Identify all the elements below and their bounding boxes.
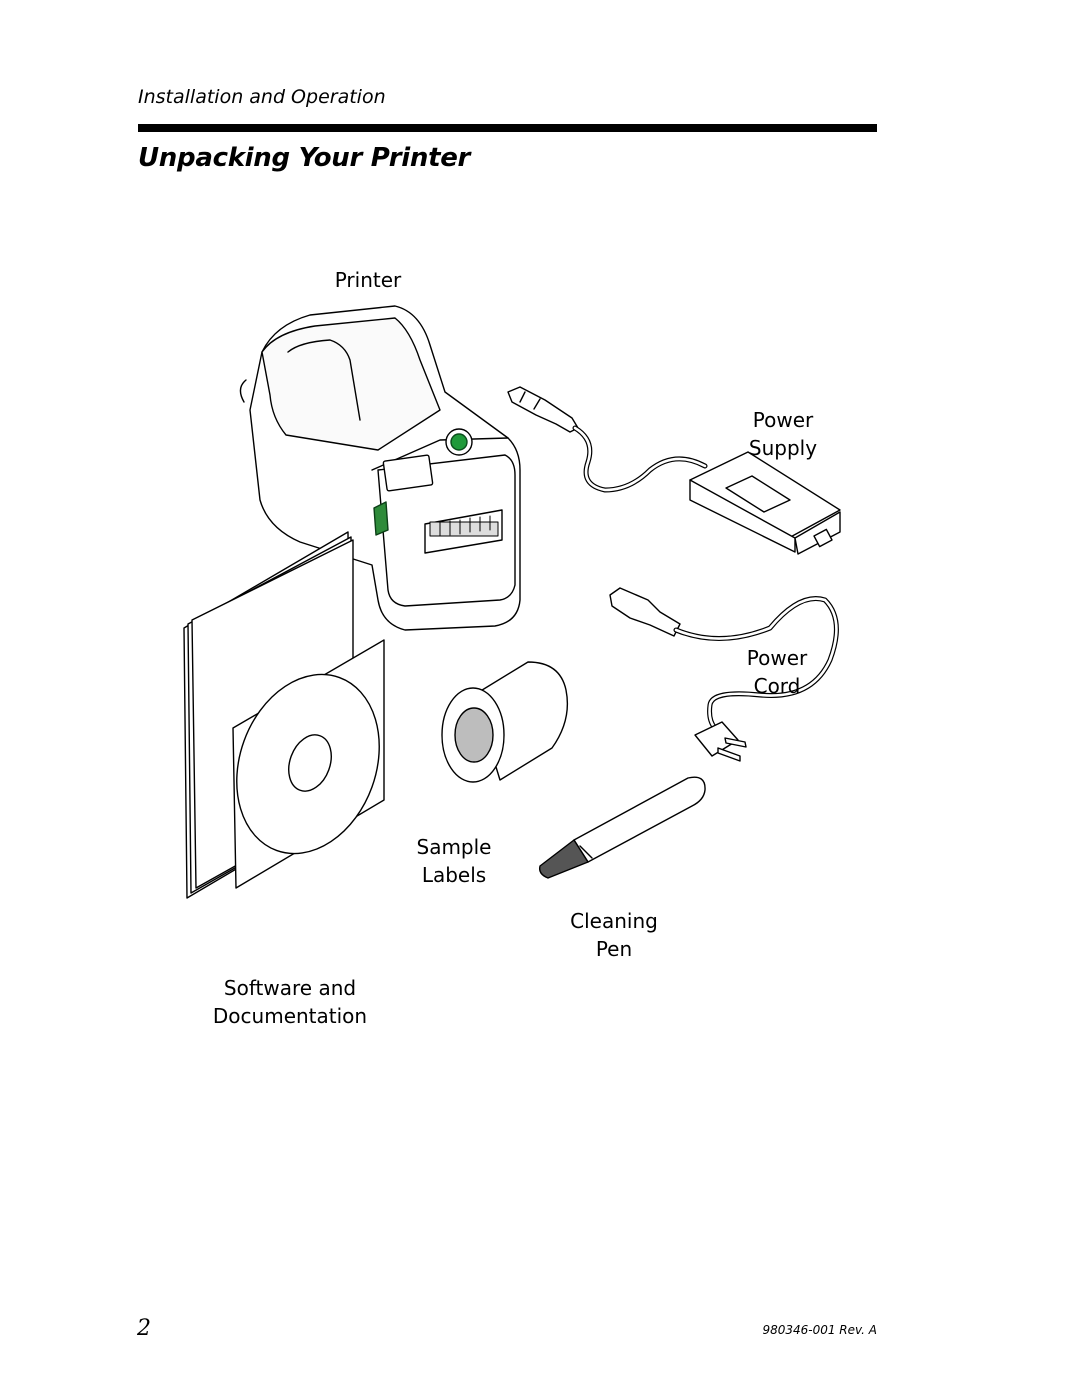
label-roll-drawing: [441, 661, 569, 783]
label-software-docs-line-2: Documentation: [212, 1004, 368, 1028]
header-rule: [138, 124, 877, 132]
plug-prong-1: [724, 737, 747, 748]
power-brick-side: [794, 511, 841, 555]
label-sample-labels-line-2: Labels: [421, 863, 487, 887]
pen-tip: [538, 839, 589, 879]
cd-drawing: [232, 639, 385, 889]
cd-hole: [288, 734, 332, 792]
label-power-supply: Power Supply: [733, 406, 833, 462]
label-software-docs: Software and Documentation: [200, 974, 380, 1030]
printer-drawing: [239, 305, 521, 631]
dc-plug: [507, 386, 579, 433]
label-power-cord-line-2: Cord: [753, 674, 801, 698]
label-power-supply-line-1: Power: [752, 408, 814, 432]
printer-display: [382, 454, 434, 492]
label-cleaning-pen: Cleaning Pen: [554, 907, 674, 963]
page-number: 2: [137, 1316, 151, 1341]
plug-prong-2: [717, 747, 741, 762]
roll-core: [454, 707, 494, 763]
page-title: Unpacking Your Printer: [138, 143, 471, 173]
label-cleaning-pen-line-1: Cleaning: [570, 909, 658, 933]
pen-body: [573, 776, 706, 863]
label-cleaning-pen-line-2: Pen: [595, 937, 633, 961]
label-printer: Printer: [318, 266, 418, 294]
power-button: [450, 433, 468, 451]
power-brick-front: [689, 479, 796, 553]
section-header: Installation and Operation: [138, 86, 386, 108]
power-brick-socket: [813, 528, 833, 548]
label-power-cord-line-1: Power: [746, 646, 808, 670]
label-software-docs-line-1: Software and: [223, 976, 357, 1000]
label-printer-line: Printer: [334, 268, 402, 292]
doc-number: 980346-001 Rev. A: [762, 1323, 877, 1337]
printer-lid-curve: [287, 339, 361, 421]
power-supply-drawing: [507, 386, 841, 555]
label-sample-labels: Sample Labels: [404, 833, 504, 889]
power-brick-label: [725, 475, 791, 513]
printer-lid: [261, 317, 441, 451]
label-power-supply-line-2: Supply: [748, 436, 818, 460]
cleaning-pen-drawing: [538, 776, 706, 879]
power-cord-drawing: [609, 587, 839, 762]
label-sample-labels-line-1: Sample: [416, 835, 492, 859]
label-power-cord: Power Cord: [727, 644, 827, 700]
printer-side-lever: [373, 501, 389, 536]
printer-left-knob: [239, 379, 247, 403]
iec-connector: [609, 587, 681, 637]
tear-bar: [429, 515, 499, 537]
